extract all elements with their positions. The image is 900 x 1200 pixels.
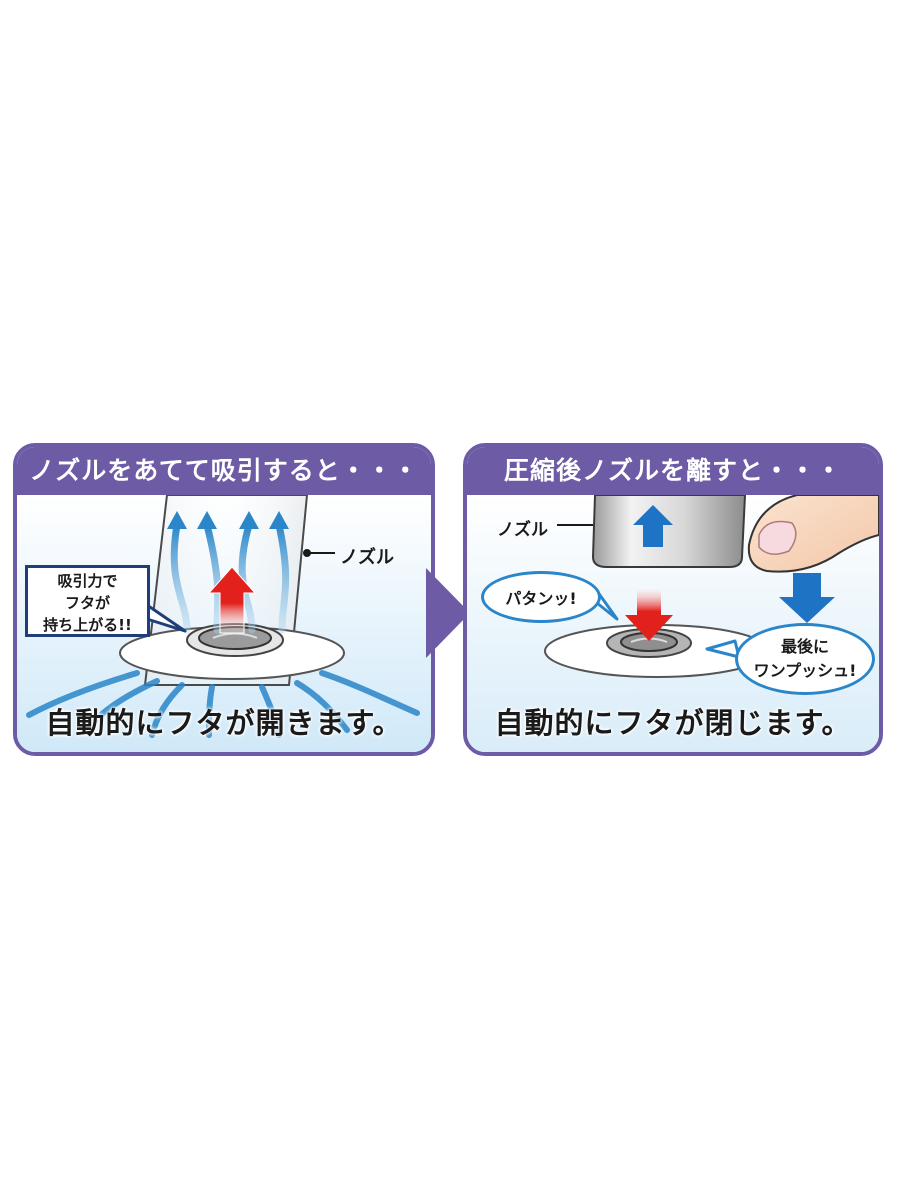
callout-line-1: 吸引力で — [57, 572, 118, 590]
push-bubble-line-1: 最後に — [780, 637, 829, 656]
panel-release-closes: 圧縮後ノズルを離すと・・・ — [463, 443, 883, 756]
caption-opens: 自動的にフタが開きます。 — [45, 706, 403, 740]
panel-header-right: 圧縮後ノズルを離すと・・・ — [467, 447, 879, 495]
blue-down-arrow-icon — [779, 573, 835, 623]
nozzle-label-right: ノズル — [497, 520, 548, 540]
pop-bubble: パタンッ! — [481, 571, 601, 623]
panel-connector-arrow — [426, 568, 470, 658]
red-down-arrow-icon — [625, 587, 673, 641]
suction-illustration — [17, 495, 431, 752]
callout-line-3: 持ち上がる!! — [43, 616, 132, 634]
nozzle-label-left: ノズル — [340, 547, 394, 568]
blue-up-arrow-icon — [633, 505, 673, 547]
push-bubble-line-2: ワンプッシュ! — [753, 661, 857, 680]
suction-callout: 吸引力で フタが 持ち上がる!! — [25, 565, 150, 637]
callout-line-2: フタが — [64, 594, 110, 612]
red-up-arrow-icon — [207, 566, 257, 634]
caption-closes: 自動的にフタが閉じます。 — [494, 706, 852, 740]
panel-header-left: ノズルをあてて吸引すると・・・ — [17, 447, 431, 495]
push-bubble: 最後に ワンプッシュ! — [735, 623, 875, 695]
panel-suction-opens: ノズルをあてて吸引すると・・・ — [13, 443, 435, 756]
nozzle-body-right — [591, 495, 747, 568]
